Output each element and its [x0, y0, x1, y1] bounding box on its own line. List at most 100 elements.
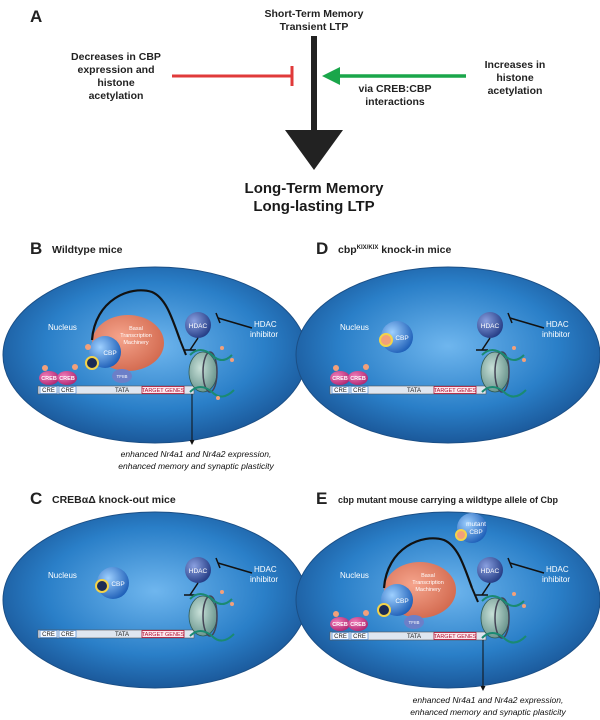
target-genes-label: TARGET GENES — [142, 632, 185, 638]
panel-a: A Short-Term Memory Transient LTP Decrea… — [30, 7, 545, 215]
cre-label-2: CRE — [61, 388, 74, 394]
basal-label-3: Machinery — [415, 587, 441, 593]
creb-label-1: CREB — [41, 376, 57, 382]
cre-box-1 — [39, 386, 58, 394]
panel-e-letter: E — [316, 489, 327, 508]
mutant-cbp-label-1: mutant — [466, 521, 486, 528]
left-label-line-2: expression and — [77, 64, 154, 76]
main-arrow-head — [285, 130, 343, 170]
hdac-inhibitor-label-2: inhibitor — [542, 330, 570, 339]
panel-a-letter: A — [30, 7, 42, 26]
hdac-inhibitor-line — [217, 317, 253, 329]
panel-c: C CREBαΔ knock-out mice Nucleus CBP HDAC… — [2, 489, 308, 689]
hdac-inhibitor-label-2: inhibitor — [542, 575, 570, 584]
creb-protein-1 — [330, 617, 350, 631]
panel-d-letter: D — [316, 239, 328, 258]
panel-d-title: cbpKIX/KIX knock-in mice — [338, 244, 451, 256]
cbp-label: CBP — [111, 581, 124, 588]
chromatin — [480, 592, 527, 644]
hdac-inhibit-line — [189, 337, 199, 351]
activation-curve-end — [179, 339, 187, 356]
hdac-label: HDAC — [189, 323, 208, 330]
kix-domain — [85, 356, 99, 370]
hdac-label: HDAC — [481, 568, 500, 575]
phospho-group-2 — [72, 364, 78, 370]
right-label-line-3: acetylation — [488, 85, 543, 97]
panel-b: B Wildtype mice Nucleus Basal Transcript… — [2, 239, 308, 471]
activation-arrow-head — [322, 67, 340, 85]
cre-label-1: CRE — [334, 388, 347, 394]
cre-box-2 — [350, 632, 369, 640]
hdac-inhibitor-line — [509, 317, 545, 329]
hdac-inhibit-line — [481, 582, 491, 596]
chromatin — [188, 590, 235, 642]
left-label-line-4: acetylation — [89, 90, 144, 102]
hdac-inhibitor-bar — [507, 312, 513, 324]
panel-e: E cbp mutant mouse carrying a wildtype a… — [295, 489, 600, 717]
activation-curve-end — [471, 587, 479, 603]
panel-b-caption-1: enhanced Nr4a1 and Nr4a2 expression, — [121, 449, 272, 459]
nucleus-label: Nucleus — [340, 571, 369, 580]
cre-box-1 — [331, 632, 350, 640]
phospho-group-1 — [42, 365, 48, 371]
target-genes-label: TARGET GENES — [434, 388, 477, 394]
left-label-line-3: histone — [97, 77, 134, 89]
mutant-kix-domain — [455, 529, 467, 541]
phospho-group-3 — [85, 344, 91, 350]
long-term-memory-label: Long-Term Memory — [245, 180, 385, 197]
hdac-protein — [185, 557, 211, 583]
creb-label-2: CREB — [59, 376, 75, 382]
hdac-protein — [477, 312, 503, 338]
cre-box-2 — [350, 386, 369, 394]
nucleus-label: Nucleus — [340, 323, 369, 332]
target-genes-box — [141, 630, 185, 638]
hdac-protein — [477, 557, 503, 583]
cre-label-2: CRE — [61, 632, 74, 638]
tata-label: TATA — [115, 632, 129, 638]
hdac-inhibitor-label-1: HDAC — [546, 320, 569, 329]
creb-label-1: CREB — [332, 622, 348, 628]
phospho-group-1 — [333, 611, 339, 617]
chromatin — [480, 346, 527, 398]
cre-box-1 — [331, 386, 350, 394]
phospho-group-2 — [363, 610, 369, 616]
panel-d-title-sup: KIX/KIX — [357, 245, 379, 251]
phospho-group-1 — [333, 365, 339, 371]
panel-e-caption-1: enhanced Nr4a1 and Nr4a2 expression, — [413, 695, 564, 705]
nucleus-label: Nucleus — [48, 571, 77, 580]
tata-label: TATA — [407, 388, 421, 394]
hdac-inhibitor-line — [217, 562, 253, 574]
cre-label-2: CRE — [353, 388, 366, 394]
long-lasting-ltp-label: Long-lasting LTP — [253, 198, 374, 215]
hdac-label: HDAC — [189, 568, 208, 575]
target-genes-box — [433, 632, 477, 640]
activation-curve — [382, 537, 474, 589]
chromatin — [188, 346, 235, 400]
tfiib-protein — [112, 369, 132, 383]
cbp-label: CBP — [395, 335, 408, 342]
creb-protein-1 — [39, 371, 59, 385]
hdac-inhibit-line — [481, 337, 491, 351]
panel-b-letter: B — [30, 239, 42, 258]
tfiib-label: TFIIB — [117, 374, 128, 379]
target-genes-label: TARGET GENES — [434, 634, 477, 640]
phospho-group-2 — [363, 364, 369, 370]
hdac-inhibitor-label-2: inhibitor — [250, 575, 278, 584]
hdac-inhibit-line — [189, 582, 199, 596]
panel-d: D cbpKIX/KIX knock-in mice Nucleus CBP H… — [295, 239, 600, 444]
hdac-inhibitor-label-1: HDAC — [546, 565, 569, 574]
creb-protein-2 — [348, 371, 368, 385]
creb-protein-1 — [330, 371, 350, 385]
right-label-line-2: histone — [496, 72, 533, 84]
panel-d-title-main: cbp — [338, 244, 357, 256]
cbp-label: CBP — [395, 598, 408, 605]
via-label-line-2: interactions — [365, 96, 425, 108]
short-term-memory-label: Short-Term Memory — [265, 8, 364, 20]
basal-label-2: Transcription — [120, 333, 152, 339]
hdac-inhibitor-bar — [215, 312, 221, 324]
creb-label-1: CREB — [332, 376, 348, 382]
creb-protein-2 — [57, 371, 77, 385]
hdac-inhibitor-bar — [215, 557, 221, 569]
cre-label-2: CRE — [353, 634, 366, 640]
